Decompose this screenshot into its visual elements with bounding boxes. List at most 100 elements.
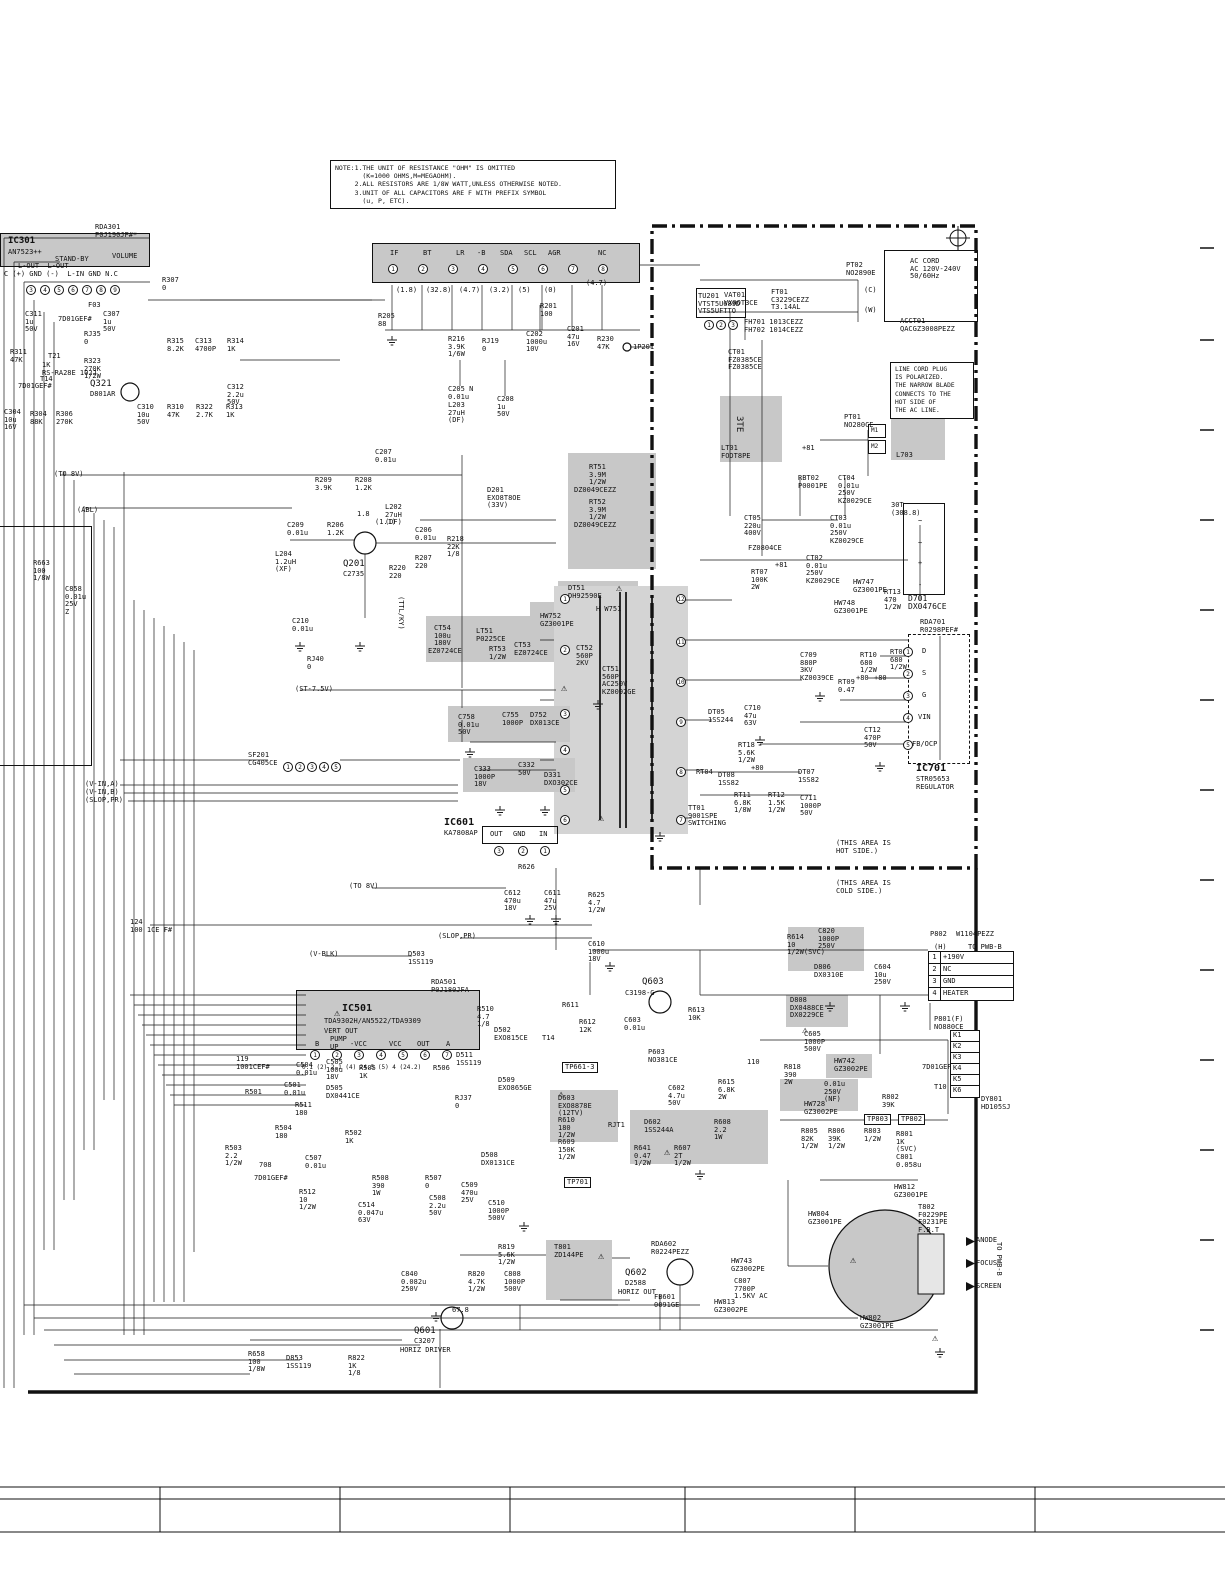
- schematic-label: R609 150K 1/2W: [558, 1138, 575, 1161]
- schematic-label: HW743 GZ3002PE: [731, 1257, 765, 1273]
- warning-icon: ⚠: [802, 1025, 809, 1036]
- schematic-label: VCC: [389, 1040, 402, 1048]
- shade-ic501-module: [296, 990, 480, 1050]
- schematic-label: T14: [40, 375, 53, 383]
- schematic-label: H W751: [596, 605, 622, 613]
- schematic-label: R607 2T 1/2W: [674, 1144, 691, 1167]
- schematic-label: (1.8): [396, 286, 418, 294]
- schematic-label: (ABL): [77, 506, 99, 514]
- transformer-cores: [599, 592, 887, 1318]
- schematic-label: HW742 GZ3002PE: [834, 1057, 868, 1073]
- schematic-label: C507 0.01u: [305, 1154, 327, 1170]
- shade-hw728-group: [780, 1079, 858, 1111]
- tu201-module-outline: [696, 288, 746, 318]
- schematic-label: IC601: [444, 817, 475, 828]
- schematic-label: ACCT01 QACGZ3008PEZZ: [900, 317, 955, 333]
- warning-icon: ⚠: [334, 1008, 341, 1019]
- pin-number: 6: [68, 285, 78, 295]
- schematic-label: R641 0.47 1/2W: [634, 1144, 651, 1167]
- connector-cell: K6: [953, 1086, 962, 1094]
- connector-cell: 1: [929, 952, 941, 963]
- schematic-label: R504 180: [275, 1124, 292, 1140]
- schematic-label: (32.8): [426, 286, 452, 294]
- schematic-label: LT01 FODT8PE: [721, 444, 751, 460]
- pin-number: 7: [676, 815, 686, 825]
- pin-number: 11: [676, 637, 686, 647]
- schematic-label: C501 0.01u: [284, 1081, 306, 1097]
- schematic-label: T10: [934, 1083, 947, 1091]
- schematic-label: R818 390 2W: [784, 1063, 801, 1086]
- pin-number: 4: [40, 285, 50, 295]
- schematic-label: B: [315, 1040, 320, 1048]
- schematic-label: R230 47K: [597, 335, 614, 351]
- schematic-label: P802: [930, 930, 947, 938]
- schematic-label: C858 0.01u 25V Z: [65, 585, 87, 616]
- schematic-label: CT04 0.01u 250V KZ0029CE: [838, 474, 872, 505]
- schematic-label: M1: [871, 427, 879, 434]
- ic601-outline: [482, 826, 558, 844]
- schematic-label: RT51 3.9M 1/2W: [589, 463, 606, 486]
- schematic-label: SCREEN: [976, 1282, 1002, 1290]
- pin-number: 3: [560, 709, 570, 719]
- schematic-label: L703: [896, 451, 913, 459]
- margin-tick-marks: [1200, 247, 1214, 1331]
- schematic-label: C602 4.7u 50V: [668, 1084, 685, 1107]
- pin-number: 4: [478, 264, 488, 274]
- schematic-label: PT02 NO2890E: [846, 261, 876, 277]
- schematic-note-line: NOTE:1.THE UNIT OF RESISTANCE "OHM" IS O…: [335, 164, 516, 172]
- schematic-label: C333 1000P 18V: [474, 765, 496, 788]
- schematic-label: D508 DX0131CE: [481, 1151, 515, 1167]
- pin-number: 1: [283, 762, 293, 772]
- footer-table-dividers: [159, 1487, 1036, 1532]
- schematic-label: C3198-G: [625, 989, 655, 997]
- line-cord-note-line: THE NARROW BLADE: [895, 382, 955, 390]
- schematic-label: DY801 HD105SJ: [981, 1095, 1011, 1111]
- pin-number: 1: [540, 846, 550, 856]
- schematic-label: 7D01GEF#: [922, 1063, 956, 1071]
- schematic-label: T14: [542, 1034, 555, 1042]
- pin-number: 4: [376, 1050, 386, 1060]
- pin-number: 5: [903, 740, 913, 750]
- schematic-label: (3.2): [489, 286, 511, 294]
- schematic-label: Q602: [625, 1268, 647, 1278]
- schematic-label: IC301: [8, 236, 36, 246]
- schematic-label: R314 1K: [227, 337, 244, 353]
- schematic-label: (5): [518, 286, 531, 294]
- schematic-label: C612 470u 18V: [504, 889, 521, 912]
- shade-ct54-group: [426, 616, 570, 662]
- schematic-label: C3207: [414, 1337, 436, 1345]
- schematic-label: R209 3.9K: [315, 476, 332, 492]
- schematic-label: D509 EXO865GE: [498, 1076, 532, 1092]
- line-cord-note-line: THE AC LINE.: [895, 407, 940, 415]
- schematic-label: RDA501 P0J180JFA: [431, 978, 469, 994]
- schematic-label: ~: [918, 539, 923, 547]
- left-module-outline: [0, 526, 92, 766]
- schematic-label: SF201 CG405CE: [248, 751, 278, 767]
- schematic-label: RBT02 P0001PE: [798, 474, 828, 490]
- pin-number: 5: [560, 785, 570, 795]
- schematic-label: L204 1.2uH (XF): [275, 550, 297, 573]
- schematic-label: C510 1000P 500V: [488, 1199, 510, 1222]
- schematic-label: (THIS AREA IS COLD SIDE.): [836, 879, 891, 895]
- schematic-label: C505 100u 18V: [326, 1058, 343, 1081]
- pin-number: 6: [538, 264, 548, 274]
- pin-number: 5: [508, 264, 518, 274]
- schematic-label: OUT: [417, 1040, 430, 1048]
- connector-cell: GND: [943, 977, 956, 985]
- schematic-label: CT02 0.01u 250V KZ0029CE: [806, 554, 840, 585]
- pin-number: 6: [560, 815, 570, 825]
- schematic-label: RJ40 0: [307, 655, 324, 671]
- schematic-label: ~: [918, 517, 923, 525]
- schematic-label: C508 2.2u 50V: [429, 1194, 446, 1217]
- schematic-label: 110: [747, 1058, 760, 1066]
- schematic-label: D2588: [625, 1279, 647, 1287]
- pin-number: 3: [728, 320, 738, 330]
- pin-number: 7: [568, 264, 578, 274]
- schematic-label: HW748 GZ3001PE: [834, 599, 868, 615]
- schematic-label: RT53 1/2W: [489, 645, 506, 661]
- schematic-label: D511 1SS119: [456, 1051, 482, 1067]
- pin-number: 5: [331, 762, 341, 772]
- schematic-label: C840 0.082u 250V: [401, 1270, 427, 1293]
